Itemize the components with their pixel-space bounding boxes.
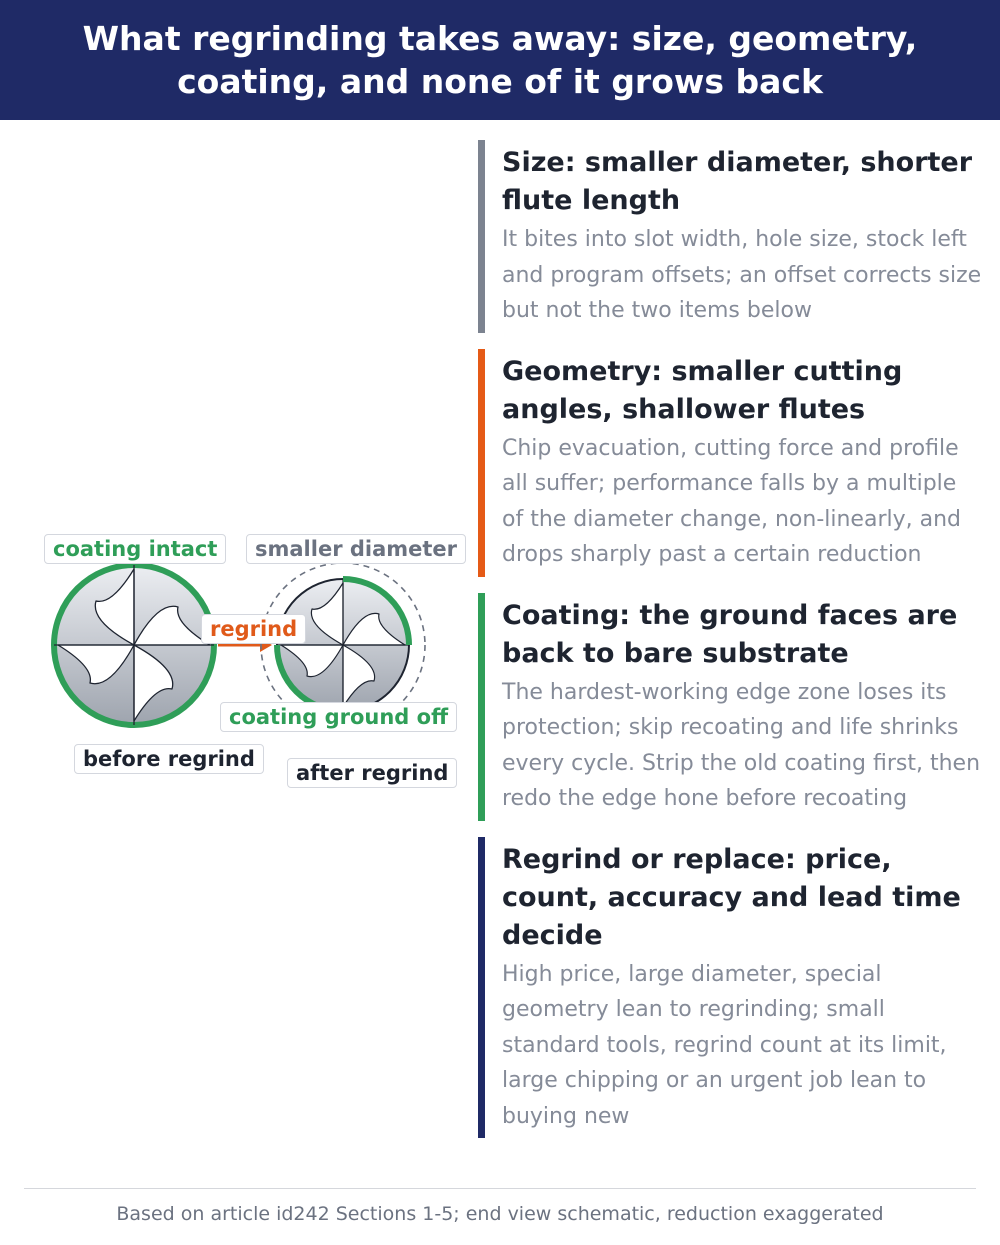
coating-arc-remaining-top [342,576,412,646]
footer-divider [24,1188,976,1189]
card-regrind-or-replace: Regrind or replace: price, count, accura… [478,836,983,1138]
tool-end-view-svg [51,562,426,728]
flute-pattern-after [280,582,406,708]
label-regrind: regrind [201,614,307,644]
header-banner: What regrinding takes away: size, geomet… [0,0,1000,120]
card-coating: Coating: the ground faces are back to ba… [478,592,983,821]
effects-list: Size: smaller diameter, shorter flute le… [478,140,983,1138]
card-size-title: Size: smaller diameter, shorter flute le… [502,147,973,216]
flute-pattern-before [57,568,211,722]
card-geometry-body: Chip evacuation, cutting force and profi… [502,435,961,568]
card-size: Size: smaller diameter, shorter flute le… [478,140,983,333]
footer-note: Based on article id242 Sections 1-5; end… [116,1203,884,1225]
card-coating-body: The hardest-working edge zone loses its … [502,679,981,812]
card-size-body: It bites into slot width, hole size, sto… [502,227,982,323]
label-coating-ground-off: coating ground off [220,702,458,732]
tool-end-view-diagram: coating intact smaller diameter regrind … [40,525,467,795]
label-coating-intact: coating intact [44,534,227,564]
tool-before-regrind [51,562,217,728]
card-geometry-title: Geometry: smaller cutting angles, shallo… [502,355,903,425]
card-coating-title: Coating: the ground faces are back to ba… [502,599,958,669]
card-regrind-or-replace-title: Regrind or replace: price, count, accura… [502,843,961,951]
card-geometry: Geometry: smaller cutting angles, shallo… [478,348,983,577]
label-before-regrind: before regrind [74,744,264,774]
label-smaller-diameter: smaller diameter [246,534,467,564]
card-regrind-or-replace-body: High price, large diameter, special geom… [502,961,947,1129]
label-after-regrind: after regrind [287,758,458,788]
page-title: What regrinding takes away: size, geomet… [82,19,918,101]
